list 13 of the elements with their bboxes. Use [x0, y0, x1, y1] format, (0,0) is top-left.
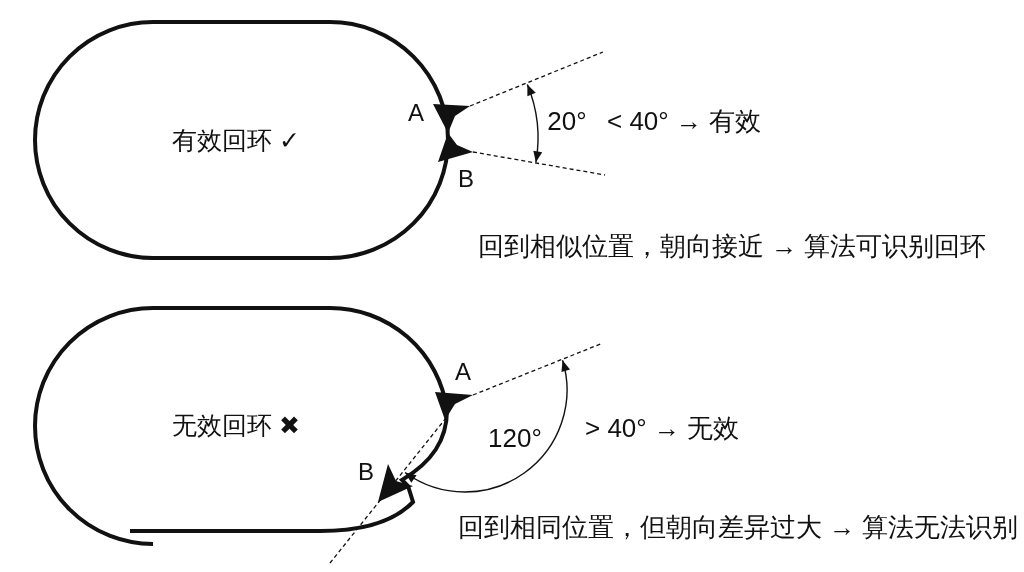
point-label: B: [358, 460, 374, 484]
verdict-text: > 40° → 无效: [585, 415, 740, 441]
point-label: A: [455, 360, 471, 384]
angle-label: 120°: [488, 425, 542, 451]
loop-track: [31, 306, 450, 547]
loop-title: 无效回环 ✖: [172, 412, 300, 438]
caption: 回到相似位置，朝向接近 → 算法可识别回环: [478, 233, 987, 259]
verdict-text: < 40° → 有效: [607, 108, 762, 134]
loop-title: 有效回环 ✓: [172, 127, 300, 153]
angle-label: 20°: [547, 108, 587, 134]
point-label: A: [408, 101, 424, 125]
loop-track: [31, 20, 452, 260]
point-label: B: [458, 167, 474, 191]
